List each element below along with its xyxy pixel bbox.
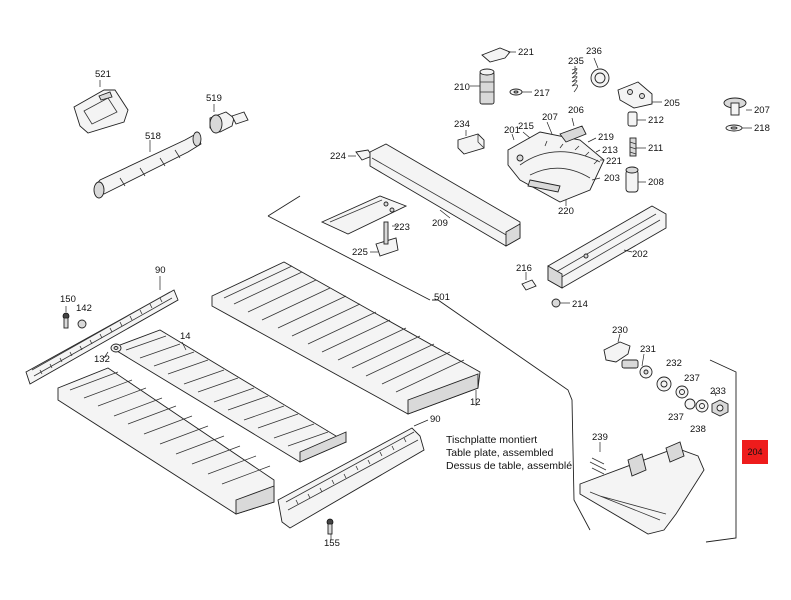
label-207: 207 — [542, 112, 558, 123]
part-150-screw[interactable] — [62, 312, 70, 329]
label-142: 142 — [76, 303, 92, 314]
label-237-top: 237 — [684, 373, 700, 384]
label-206: 206 — [568, 105, 584, 116]
caption-line-german: Tischplatte montiert — [446, 434, 537, 446]
label-203: 203 — [604, 173, 620, 184]
label-234: 234 — [454, 119, 470, 130]
part-236-ring[interactable] — [590, 68, 610, 88]
label-231: 231 — [640, 344, 656, 355]
caption-line-french: Dessus de table, assemblé — [446, 460, 572, 472]
part-204-fence-clamp[interactable] — [579, 441, 705, 535]
part-14-side-extension[interactable] — [110, 329, 347, 463]
label-155: 155 — [324, 538, 340, 549]
label-132: 132 — [94, 354, 110, 365]
label-211: 211 — [648, 143, 663, 154]
part-209-fence-rail[interactable] — [369, 143, 521, 247]
label-221: 221 — [518, 47, 534, 58]
part-221-lever[interactable] — [481, 47, 511, 63]
part-front-extension[interactable] — [57, 367, 275, 515]
label-204: 204 — [747, 447, 762, 457]
part-202-guide-rail[interactable] — [547, 205, 667, 289]
part-232-ring[interactable] — [656, 376, 672, 392]
label-210: 210 — [454, 82, 470, 93]
part-238-washer[interactable] — [695, 399, 709, 413]
label-12: 12 — [470, 397, 481, 408]
part-210-knob[interactable] — [479, 68, 495, 105]
part-90-rail-left[interactable] — [25, 289, 179, 385]
part-223-plate[interactable] — [320, 195, 408, 235]
label-201: 201 — [504, 125, 520, 136]
label-208: 208 — [648, 177, 664, 188]
part-235-spring[interactable] — [571, 68, 578, 93]
label-205: 205 — [664, 98, 680, 109]
part-205-bracket[interactable] — [617, 81, 653, 109]
part-216-nut[interactable] — [521, 279, 537, 291]
label-209: 209 — [432, 218, 448, 229]
label-220: 220 — [558, 206, 574, 217]
label-202: 202 — [632, 249, 648, 260]
part-518-hose[interactable] — [93, 131, 202, 199]
label-224: 224 — [330, 151, 346, 162]
label-217: 217 — [534, 88, 550, 99]
part-155-screw[interactable] — [326, 518, 334, 535]
label-521: 521 — [95, 69, 111, 80]
label-90-bottom: 90 — [430, 414, 441, 425]
label-236: 236 — [586, 46, 602, 57]
part-234-block[interactable] — [457, 133, 485, 155]
label-14: 14 — [180, 331, 191, 342]
part-237-washer-a[interactable] — [675, 385, 689, 399]
label-221-lower: 221 — [606, 156, 622, 167]
group-bracket-501 — [267, 195, 591, 531]
part-217-washer[interactable] — [509, 88, 523, 96]
part-132-washer[interactable] — [110, 343, 122, 353]
label-213: 213 — [602, 145, 618, 156]
part-237-washer-b[interactable] — [684, 398, 696, 410]
label-230: 230 — [612, 325, 628, 336]
label-518: 518 — [145, 131, 161, 142]
label-90-left: 90 — [155, 265, 166, 276]
part-231-washer[interactable] — [639, 365, 653, 379]
part-201-mitre-gauge[interactable] — [507, 125, 605, 203]
label-216: 216 — [516, 263, 532, 274]
group-bracket-204 — [705, 359, 737, 543]
part-90-rail-bottom[interactable] — [277, 427, 425, 529]
label-501: 501 — [434, 292, 450, 303]
part-233-nut[interactable] — [711, 399, 729, 417]
label-214: 214 — [572, 299, 588, 310]
highlighted-part-204[interactable]: 204 — [742, 440, 768, 464]
label-219: 219 — [598, 132, 614, 143]
label-218: 218 — [754, 123, 770, 134]
part-212-pin[interactable] — [627, 111, 638, 127]
label-232: 232 — [666, 358, 682, 369]
part-218-washer-right[interactable] — [725, 124, 743, 132]
label-212: 212 — [648, 115, 664, 126]
part-207-knob-right[interactable] — [723, 97, 747, 116]
part-521-guard[interactable] — [73, 89, 129, 134]
label-235: 235 — [568, 56, 584, 67]
part-214-screw[interactable] — [551, 298, 561, 308]
label-233: 233 — [710, 386, 726, 397]
label-239: 239 — [592, 432, 608, 443]
label-237-bottom: 237 — [668, 412, 684, 423]
part-208-bushing[interactable] — [625, 166, 639, 193]
part-230-lever[interactable] — [603, 341, 639, 369]
label-225: 225 — [352, 247, 368, 258]
part-501-main-table[interactable] — [211, 261, 481, 415]
label-150: 150 — [60, 294, 76, 305]
part-142-nut[interactable] — [77, 319, 87, 329]
label-215: 215 — [518, 121, 534, 132]
label-207-right: 207 — [754, 105, 770, 116]
part-239-spring[interactable] — [589, 457, 607, 475]
part-211-screw[interactable] — [629, 137, 637, 157]
label-223: 223 — [394, 222, 410, 233]
part-519-elbow[interactable] — [209, 111, 249, 134]
label-519: 519 — [206, 93, 222, 104]
label-238: 238 — [690, 424, 706, 435]
part-225-clamp[interactable] — [375, 221, 399, 257]
caption-line-english: Table plate, assembled — [446, 447, 554, 459]
